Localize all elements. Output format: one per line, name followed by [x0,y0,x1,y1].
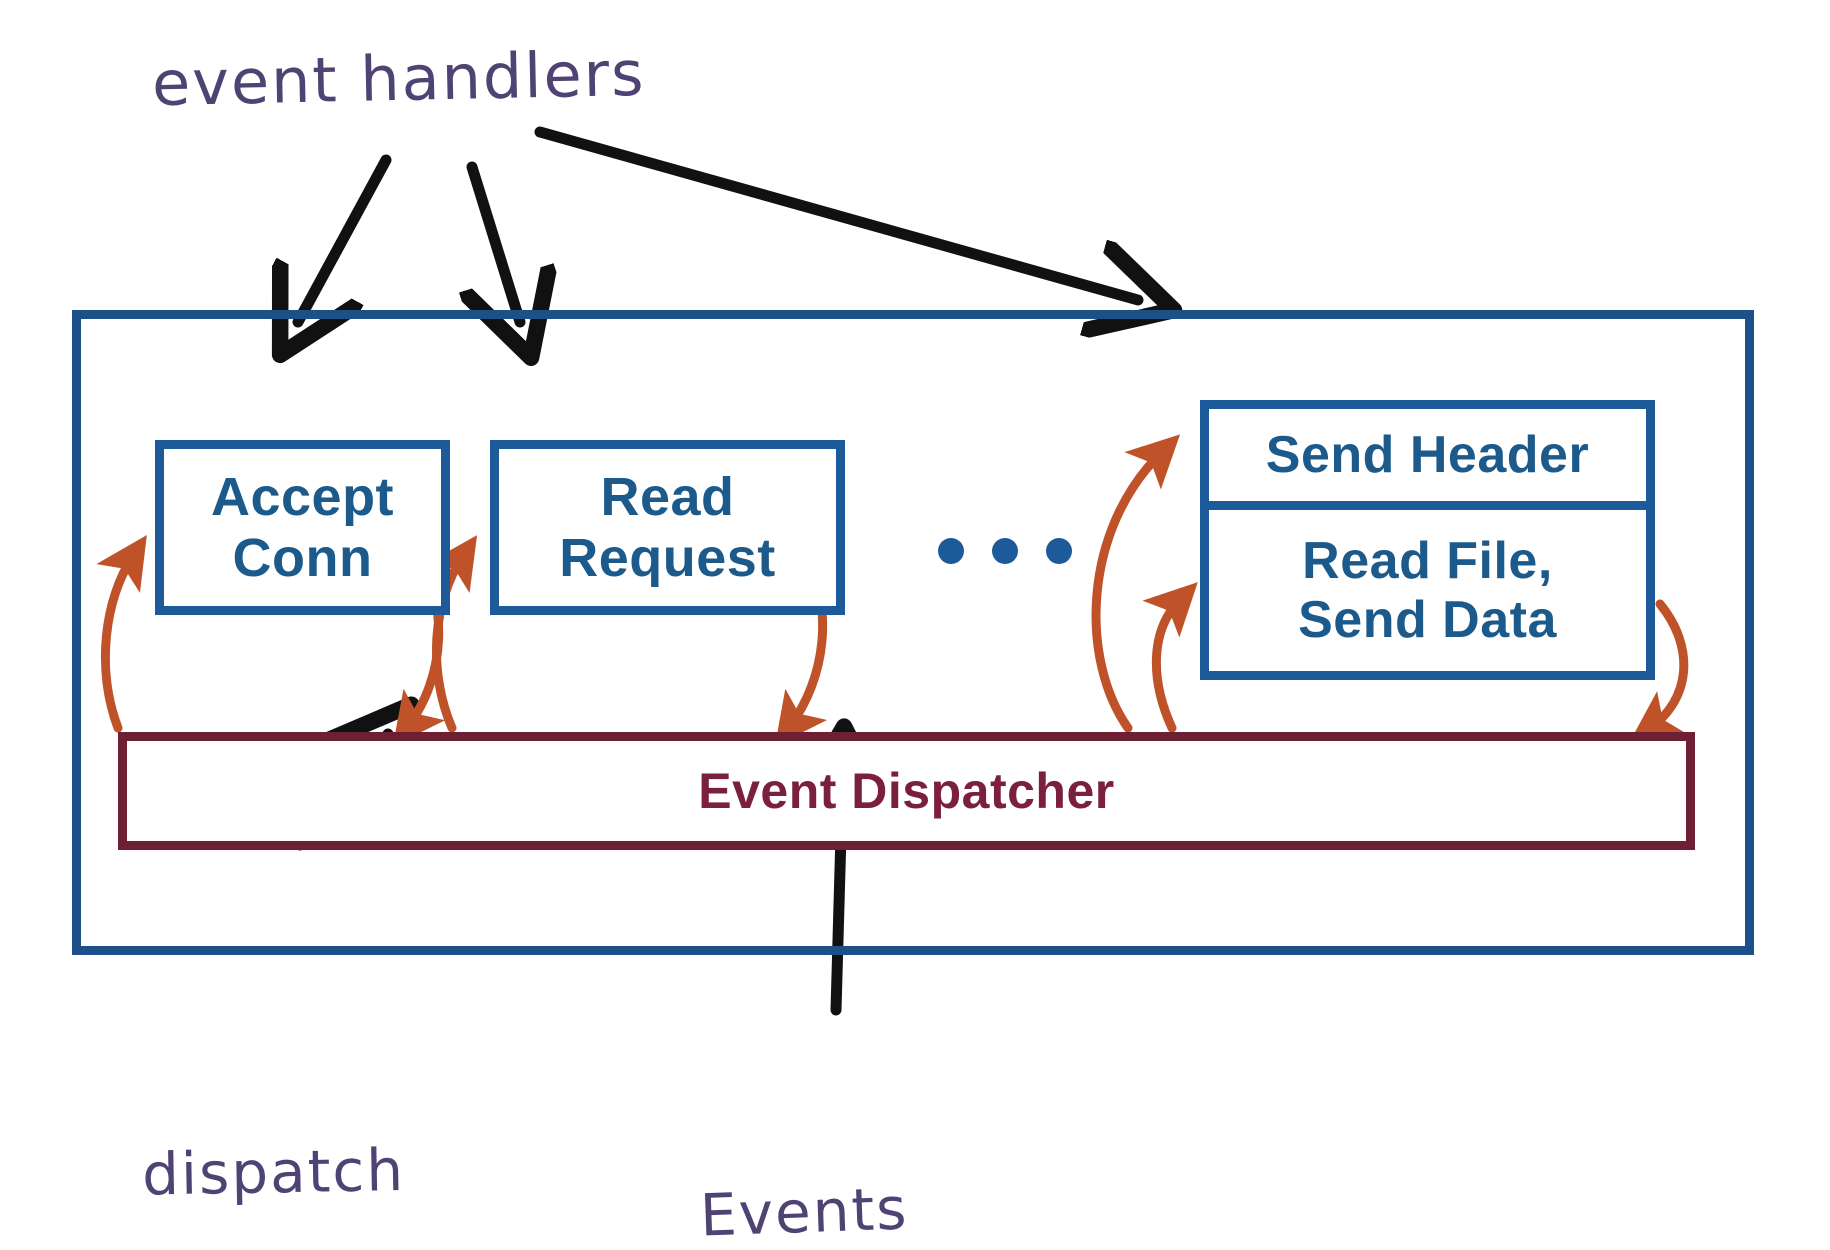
handler-box-read-file-send-data[interactable]: Read File,Send Data [1209,510,1646,671]
handler-label-send-header: Send Header [1265,426,1590,484]
ellipsis-dot [938,538,964,564]
arrow-handlers-to-read-request [472,161,520,322]
event-dispatcher-bar[interactable]: Event Dispatcher [118,732,1695,850]
handler-box-send-header[interactable]: Send Header [1209,409,1646,510]
ellipsis-dot [1046,538,1072,564]
arrow-handlers-to-send-header [534,126,1138,300]
event-loop-container [72,310,1754,955]
ellipsis-dot [992,538,1018,564]
handler-label-read-file-send-data: Read File,Send Data [1298,532,1557,649]
handler-box-stack: Send Header Read File,Send Data [1200,400,1655,680]
annotation-event-handlers: event handlers [151,36,647,121]
annotation-events: Events [698,1174,910,1250]
arrow-handlers-to-accept-conn [298,154,392,322]
annotation-dispatch-loop: dispatch loop [59,1079,410,1250]
ellipsis-indicator [938,538,1072,564]
annotation-dispatch-loop-line1: dispatch [141,1135,406,1209]
event-dispatcher-label: Event Dispatcher [698,763,1115,819]
